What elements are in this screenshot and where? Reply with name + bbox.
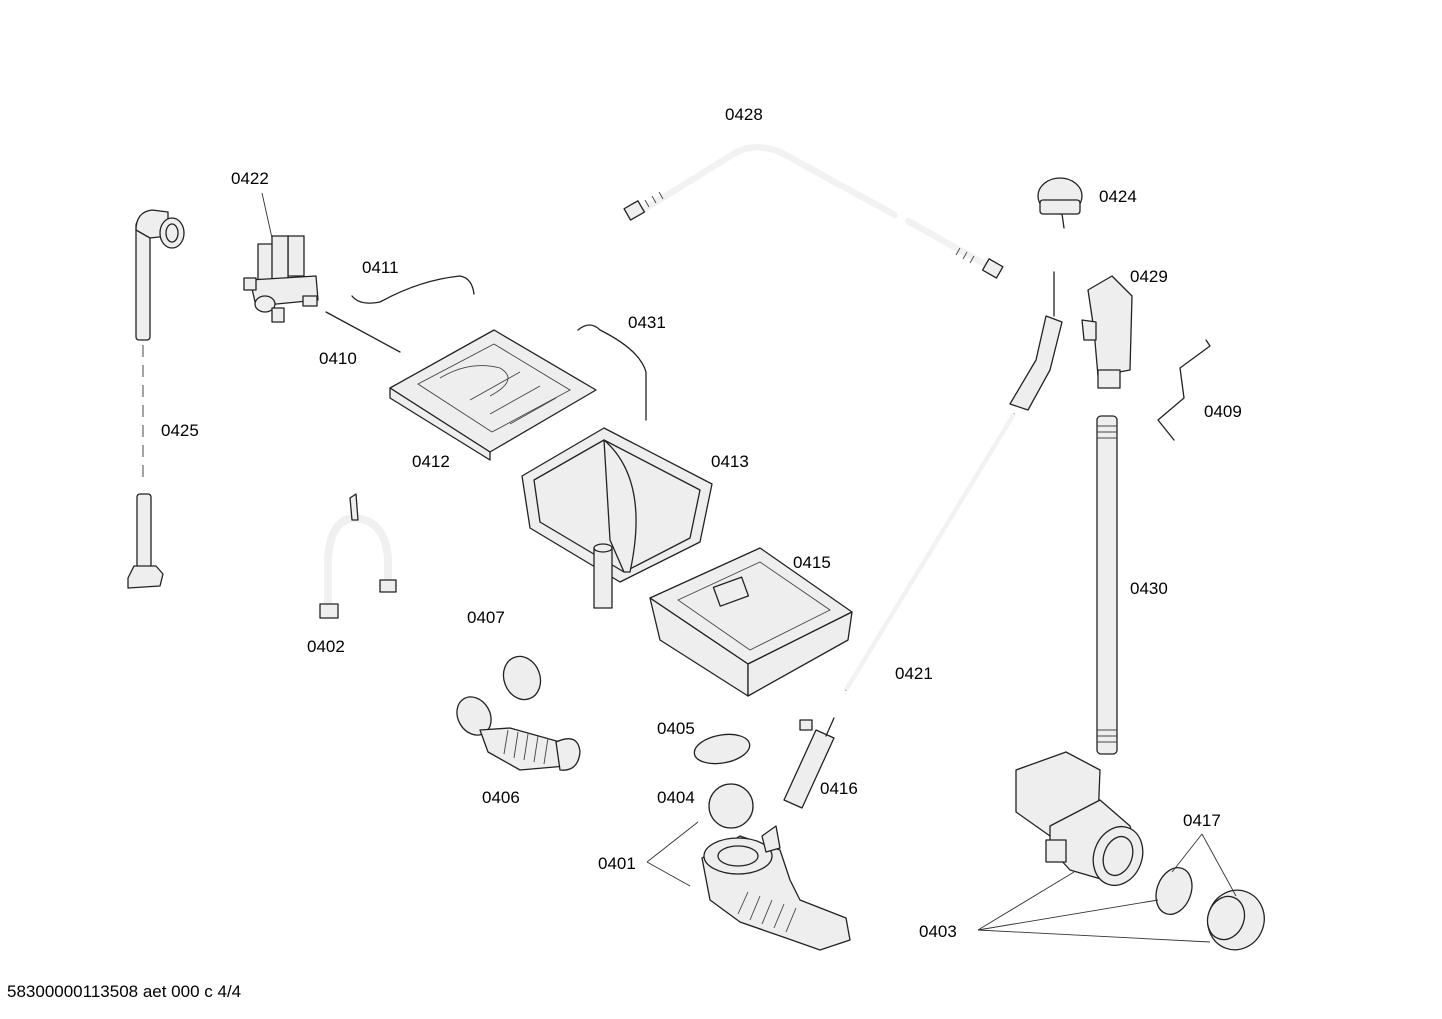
part-0413-housing <box>521 427 713 609</box>
label-0421: 0421 <box>895 664 933 683</box>
label-0430: 0430 <box>1130 579 1168 598</box>
label-0417: 0417 <box>1183 811 1221 830</box>
label-0425: 0425 <box>161 421 199 440</box>
label-0431: 0431 <box>628 313 666 332</box>
label-0428: 0428 <box>725 105 763 124</box>
label-0409: 0409 <box>1204 402 1242 421</box>
label-0406: 0406 <box>482 788 520 807</box>
part-0402-fork <box>319 493 397 619</box>
label-0402: 0402 <box>307 637 345 656</box>
part-0407-ring <box>502 655 542 701</box>
part-0421-hose <box>844 271 1063 692</box>
label-0401: 0401 <box>598 854 636 873</box>
part-0430-hose <box>1096 415 1118 755</box>
part-0401-sump <box>646 821 851 951</box>
part-0428-hose <box>623 144 1004 279</box>
part-0415-drawer <box>649 547 853 697</box>
label-0422: 0422 <box>231 169 269 188</box>
label-0415: 0415 <box>793 553 831 572</box>
part-0404-ball <box>708 783 754 829</box>
part-0411-hose <box>351 275 475 304</box>
label-0413: 0413 <box>711 452 749 471</box>
part-0405-ring <box>693 733 751 765</box>
label-0412: 0412 <box>412 452 450 471</box>
part-0431-hose <box>577 324 647 421</box>
label-0407: 0407 <box>467 608 505 627</box>
part-0410-hose <box>325 311 401 353</box>
part-0412-cover <box>389 329 597 461</box>
part-0416-sensor <box>783 717 835 809</box>
part-0403-pump <box>977 751 1265 951</box>
label-0404: 0404 <box>657 788 695 807</box>
label-0403: 0403 <box>919 922 957 941</box>
label-0411: 0411 <box>362 258 399 277</box>
part-0424-pressure-switch <box>1037 177 1083 229</box>
part-0409-hose <box>1157 339 1211 441</box>
label-0410: 0410 <box>319 349 357 368</box>
part-0422-valve <box>243 192 319 323</box>
label-0429: 0429 <box>1130 267 1168 286</box>
part-0425-hose <box>127 209 185 589</box>
part-0406-bellows <box>456 696 581 771</box>
part-0429-fitting <box>1081 275 1133 389</box>
footer-document-id: 58300000113508 aet 000 c 4/4 <box>7 982 242 1001</box>
label-0424: 0424 <box>1099 187 1137 206</box>
label-0416: 0416 <box>820 779 858 798</box>
label-0405: 0405 <box>657 719 695 738</box>
